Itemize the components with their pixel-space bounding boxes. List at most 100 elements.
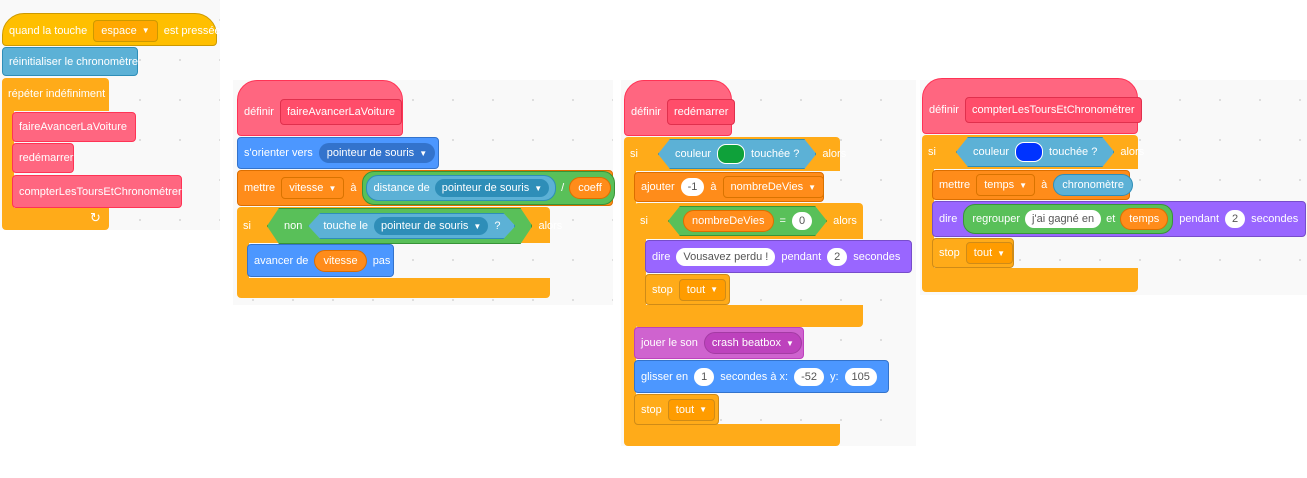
touching-target-dropdown[interactable]: pointeur de souris▼ xyxy=(374,217,488,235)
touching-sensor[interactable]: touche le pointeur de souris▼ ? xyxy=(308,213,515,239)
say-for-secs-block[interactable]: dire Vousavez perdu ! pendant 2 secondes xyxy=(645,240,912,273)
dropdown-caret-icon: ▼ xyxy=(534,183,543,193)
define-hat-2[interactable]: définir faireAvancerLaVoiture xyxy=(237,80,403,136)
distance-target-dropdown[interactable]: pointeur de souris▼ xyxy=(434,179,550,197)
stop-option-dropdown[interactable]: tout▼ xyxy=(965,242,1014,264)
forever-bottom xyxy=(2,208,109,230)
change-value-input[interactable]: -1 xyxy=(680,178,705,196)
if-bottom-2 xyxy=(237,278,550,298)
loop-arrow-icon: ↻ xyxy=(90,210,101,225)
move-var-reporter[interactable]: vitesse xyxy=(314,249,367,272)
dropdown-caret-icon: ▼ xyxy=(699,405,708,414)
color-swatch-blue[interactable] xyxy=(1015,142,1043,162)
stop-label: stop xyxy=(652,283,673,296)
secs-input[interactable]: 2 xyxy=(827,247,848,266)
coeff-reporter[interactable]: coeff xyxy=(569,177,611,199)
if-arm-2 xyxy=(237,242,249,282)
if-bottom-4 xyxy=(922,268,1138,292)
proc-prototype[interactable]: redémarrer xyxy=(666,99,736,125)
touching-label: touche le xyxy=(323,220,368,232)
play-label: jouer le son xyxy=(641,337,698,349)
if-bottom-3 xyxy=(624,424,840,446)
set-variable-block[interactable]: mettre temps▼ à chronomètre xyxy=(932,170,1133,200)
dropdown-caret-icon: ▼ xyxy=(710,285,719,294)
proc-prototype[interactable]: faireAvancerLaVoiture xyxy=(279,99,403,125)
call1-label: faireAvancerLaVoiture xyxy=(19,121,128,133)
touching-color-sensor[interactable]: couleur touchée ? xyxy=(956,137,1114,167)
say-label: dire xyxy=(652,250,671,263)
secs-input[interactable]: 2 xyxy=(1225,210,1246,228)
reset-timer-block[interactable]: réinitialiser le chronomètre xyxy=(2,47,138,76)
to-label: à xyxy=(350,182,357,194)
change-variable-block[interactable]: ajouter -1 à nombreDeVies▼ xyxy=(634,172,825,202)
define-hat-3[interactable]: définir redémarrer xyxy=(624,80,736,136)
touching-color-sensor[interactable]: couleur touchée ? xyxy=(658,139,816,169)
stop-block-1[interactable]: stop tout▼ xyxy=(645,274,730,305)
point-target-dropdown[interactable]: pointeur de souris▼ xyxy=(318,143,436,163)
equals-value-input[interactable]: 0 xyxy=(792,212,812,230)
stop-option-dropdown[interactable]: tout▼ xyxy=(678,278,727,301)
join-var-reporter[interactable]: temps xyxy=(1120,208,1169,230)
distance-to-reporter[interactable]: distance de pointeur de souris▼ xyxy=(366,175,557,201)
lives-reporter[interactable]: nombreDeVies xyxy=(683,210,774,232)
set-label: mettre xyxy=(244,182,276,194)
touched-label: touchée ? xyxy=(1049,146,1098,158)
define-label: définir xyxy=(929,104,959,116)
set-var-dropdown[interactable]: vitesse▼ xyxy=(281,177,345,199)
stop-label: stop xyxy=(641,403,662,416)
for-label: pendant xyxy=(781,250,822,263)
question-label: ? xyxy=(494,220,501,232)
if-label: si xyxy=(630,148,638,160)
move-label: avancer de xyxy=(254,254,309,267)
sound-dropdown[interactable]: crash beatbox▼ xyxy=(703,332,802,354)
say-for-secs-block[interactable]: dire regrouper j'ai gagné en et temps pe… xyxy=(932,201,1306,237)
call-faire-avancer[interactable]: faireAvancerLaVoiture xyxy=(12,112,136,142)
not-operator[interactable]: non touche le pointeur de souris▼ ? xyxy=(267,208,533,244)
divide-label: / xyxy=(561,182,565,194)
when-key-pressed-hat[interactable]: quand la touche espace▼ est pressée xyxy=(2,13,221,46)
glide-block[interactable]: glisser en 1 secondes à x: -52 y: 105 xyxy=(634,360,889,393)
y-label: y: xyxy=(829,370,839,383)
if-label: si xyxy=(243,220,251,232)
glide-secs-label: secondes à x: xyxy=(720,370,789,383)
define-label: définir xyxy=(244,106,274,118)
forever-block[interactable] xyxy=(2,78,109,111)
say-text-input[interactable]: Vousavez perdu ! xyxy=(676,247,776,266)
glide-label: glisser en xyxy=(641,370,689,383)
dropdown-caret-icon: ▼ xyxy=(473,221,482,231)
divide-operator[interactable]: distance de pointeur de souris▼ / coeff xyxy=(362,171,615,205)
set-var-dropdown[interactable]: temps▼ xyxy=(976,174,1036,196)
if-arm-3 xyxy=(624,170,636,428)
reset-timer-label: réinitialiser le chronomètre xyxy=(9,55,138,68)
move-steps-block[interactable]: avancer de vitesse pas xyxy=(247,244,394,277)
if-label: si xyxy=(928,146,936,158)
key-dropdown[interactable]: espace▼ xyxy=(93,19,158,42)
play-sound-block[interactable]: jouer le son crash beatbox▼ xyxy=(634,327,804,359)
dropdown-caret-icon: ▼ xyxy=(328,183,337,193)
proc-prototype[interactable]: compterLesToursEtChronométrer xyxy=(964,97,1142,123)
for-label: pendant xyxy=(1179,213,1220,225)
color-swatch-green[interactable] xyxy=(717,144,745,164)
glide-secs-input[interactable]: 1 xyxy=(694,367,715,386)
if-header-3: si couleur touchée ? alors xyxy=(624,137,846,171)
to-label: à xyxy=(1041,179,1048,191)
timer-reporter[interactable]: chronomètre xyxy=(1053,174,1133,196)
dropdown-caret-icon: ▼ xyxy=(808,182,817,192)
call-compter-tours[interactable]: compterLesToursEtChronométrer xyxy=(12,175,182,208)
stop-option-dropdown[interactable]: tout▼ xyxy=(667,398,716,421)
point-towards-block[interactable]: s'orienter vers pointeur de souris▼ xyxy=(237,137,439,169)
join-operator[interactable]: regrouper j'ai gagné en et temps xyxy=(963,204,1174,234)
call-redemarrer[interactable]: redémarrer xyxy=(12,143,74,173)
stop-block[interactable]: stop tout▼ xyxy=(932,238,1014,268)
x-input[interactable]: -52 xyxy=(794,367,824,386)
equals-operator[interactable]: nombreDeVies = 0 xyxy=(668,206,827,236)
define-hat-4[interactable]: définir compterLesToursEtChronométrer xyxy=(922,78,1142,134)
then-label: alors xyxy=(538,220,563,232)
secs-label: secondes xyxy=(853,250,901,263)
join-text-input[interactable]: j'ai gagné en xyxy=(1025,210,1102,228)
set-variable-block[interactable]: mettre vitesse▼ à distance de pointeur d… xyxy=(237,170,615,206)
dropdown-caret-icon: ▼ xyxy=(1019,180,1028,190)
stop-block-2[interactable]: stop tout▼ xyxy=(634,394,719,425)
change-var-dropdown[interactable]: nombreDeVies▼ xyxy=(722,176,825,198)
y-input[interactable]: 105 xyxy=(844,367,877,386)
